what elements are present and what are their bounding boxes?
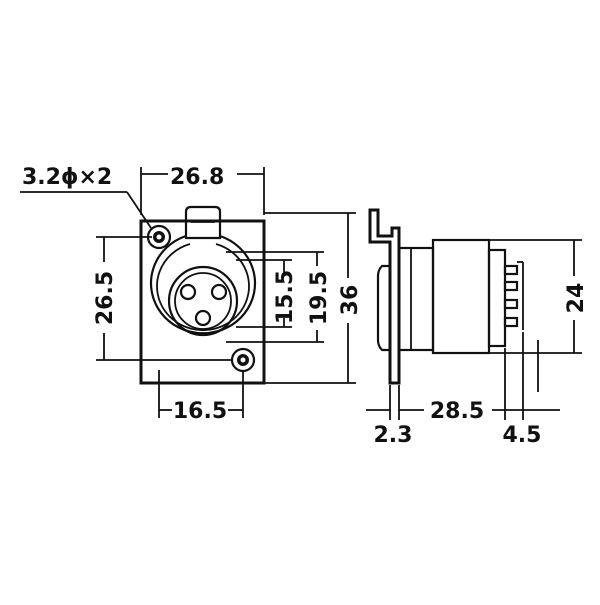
label-inner-15-5: 15.5 bbox=[273, 270, 298, 324]
label-inner-19-5: 19.5 bbox=[307, 271, 332, 325]
side-pins bbox=[503, 261, 524, 330]
label-side-height: 24 bbox=[564, 283, 589, 314]
label-hole-spacing-vertical: 26.5 bbox=[93, 271, 118, 325]
front-view bbox=[20, 167, 356, 418]
side-view bbox=[366, 208, 582, 420]
label-overall-height: 36 bbox=[338, 285, 363, 316]
label-flange-thickness: 2.3 bbox=[374, 423, 413, 448]
side-body-front bbox=[397, 246, 435, 352]
socket-face bbox=[167, 265, 239, 337]
mounting-hole-bottom-right bbox=[230, 347, 256, 373]
side-body-rear bbox=[487, 248, 507, 348]
pin-hole-3 bbox=[194, 309, 212, 327]
socket-inner bbox=[174, 272, 232, 330]
side-body bbox=[431, 238, 491, 355]
label-width-top: 26.8 bbox=[170, 165, 224, 190]
label-pin-length: 4.5 bbox=[503, 423, 542, 448]
latch-tab bbox=[184, 205, 222, 240]
socket-outer-ring-inner bbox=[156, 243, 250, 332]
socket-outer-ring bbox=[149, 234, 257, 335]
label-hole-spacing-horizontal: 16.5 bbox=[173, 399, 227, 424]
label-body-depth: 28.5 bbox=[430, 399, 484, 424]
side-nose bbox=[376, 264, 390, 352]
side-flange bbox=[368, 208, 401, 385]
pin-hole-2 bbox=[210, 283, 228, 301]
pin-hole-1 bbox=[179, 283, 197, 301]
label-hole-spec: 3.2ϕ×2 bbox=[22, 165, 112, 190]
front-plate bbox=[139, 219, 266, 385]
